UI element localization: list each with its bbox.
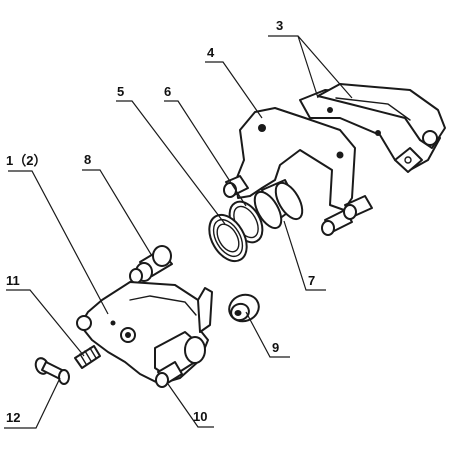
bleeder-screw	[74, 345, 101, 369]
slide-pin-boot	[129, 245, 173, 284]
leader-lines	[4, 35, 353, 429]
dust-boot	[208, 213, 248, 263]
caliper-body	[76, 281, 213, 385]
bleeder-cap	[34, 357, 70, 385]
pin-boot	[228, 293, 260, 323]
callout-4: 4	[207, 45, 215, 60]
callout-8: 8	[84, 152, 91, 167]
callout-12: 12	[6, 410, 20, 425]
callout-9: 9	[272, 340, 279, 355]
caliper-bracket	[223, 107, 373, 236]
callout-5: 5	[117, 84, 124, 99]
callout-7: 7	[308, 273, 315, 288]
piston	[253, 179, 304, 230]
callout-labels: 1（2） 3 4 5 6 7 8 9 10 11 12	[6, 18, 315, 425]
guide-pin	[155, 361, 183, 388]
callout-6: 6	[164, 84, 171, 99]
callout-1: 1（2）	[6, 153, 46, 168]
callout-11: 11	[6, 273, 20, 288]
brake-pads	[299, 83, 446, 173]
callout-3: 3	[276, 18, 283, 33]
callout-10: 10	[193, 409, 207, 424]
